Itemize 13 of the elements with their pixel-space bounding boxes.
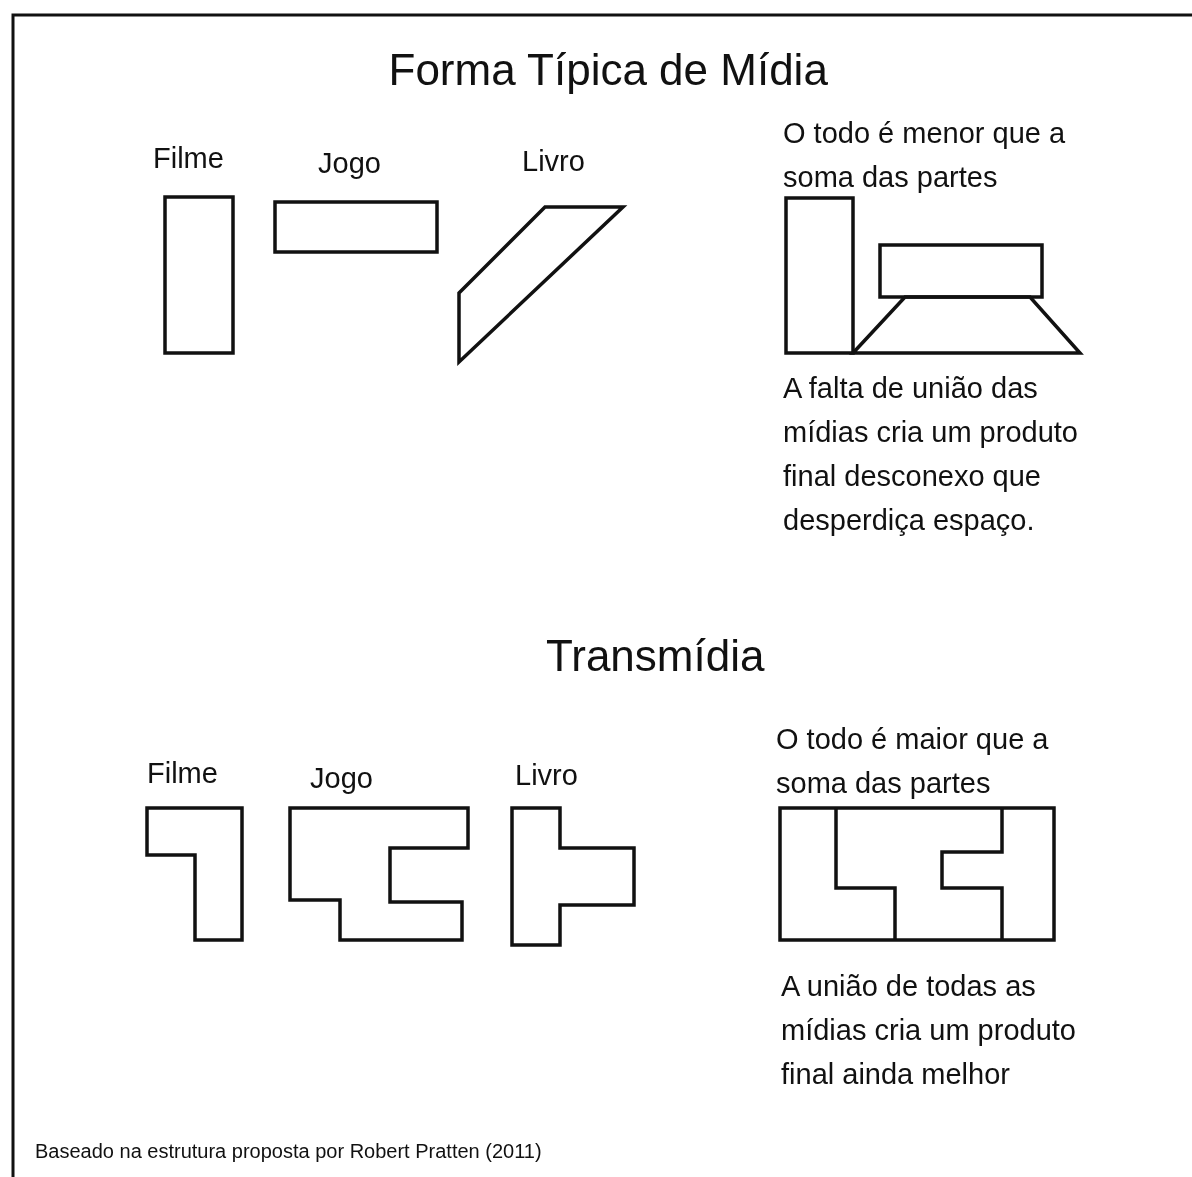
- media-label: Livro: [515, 758, 578, 793]
- comparison-heading: O todo é menor que a soma das partes: [783, 116, 1067, 195]
- media-label: Jogo: [318, 146, 381, 181]
- section-heading: Transmídia: [546, 630, 765, 682]
- media-label: Jogo: [310, 761, 373, 796]
- source-note: Baseado na estrutura proposta por Robert Pratten (2011): [35, 1140, 542, 1163]
- description-text: A união de todas as mídias cria um produto final ainda melhor: [781, 969, 1077, 1092]
- media-label: Filme: [147, 756, 218, 791]
- media-label: Filme: [153, 141, 224, 176]
- media-label: Livro: [522, 144, 585, 179]
- comparison-heading: O todo é maior que a soma das partes: [776, 722, 1050, 801]
- section-heading: Forma Típica de Mídia: [388, 44, 828, 96]
- description-text: A falta de união das mídias cria um produto final desconexo que desperdiça espaço.: [783, 371, 1079, 538]
